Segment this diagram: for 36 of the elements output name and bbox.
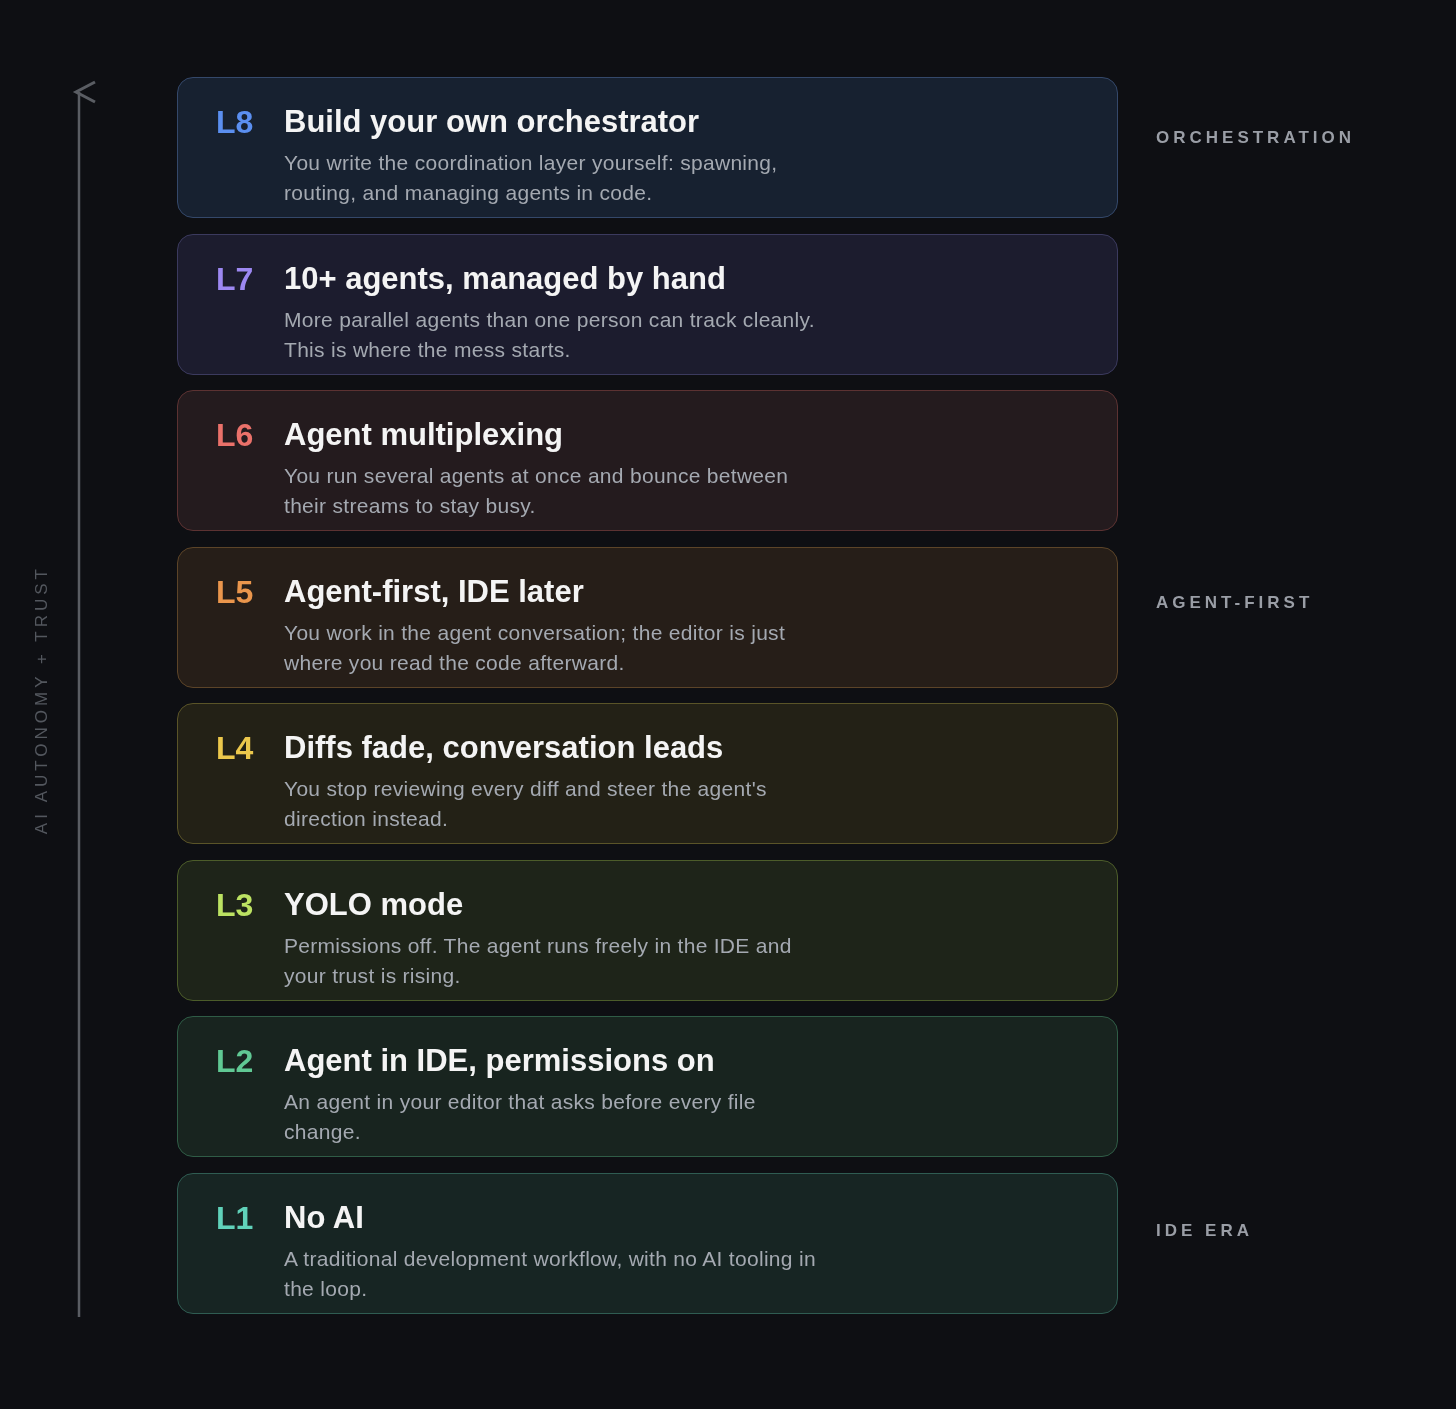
level-tag: L8 bbox=[216, 102, 254, 142]
level-tag: L3 bbox=[216, 885, 254, 925]
level-tag: L2 bbox=[216, 1041, 254, 1081]
level-card bbox=[177, 860, 1118, 1001]
level-card bbox=[177, 547, 1118, 688]
level-card bbox=[177, 703, 1118, 844]
axis-label: AI AUTONOMY + TRUST bbox=[32, 565, 52, 835]
level-tag: L5 bbox=[216, 572, 254, 612]
level-description: You work in the agent conversation; the editor is just where you read the code afterward. bbox=[284, 620, 787, 676]
level-description: You run several agents at once and bounce between their streams to stay busy. bbox=[284, 463, 790, 519]
level-description: An agent in your editor that asks before every file change. bbox=[284, 1089, 757, 1145]
level-card bbox=[177, 77, 1118, 218]
level-card bbox=[177, 1016, 1118, 1157]
era-label: IDE ERA bbox=[1156, 1221, 1253, 1241]
level-description: You stop reviewing every diff and steer the agent's direction instead. bbox=[284, 776, 768, 832]
level-tag: L4 bbox=[216, 728, 254, 768]
level-title: 10+ agents, managed by hand bbox=[284, 260, 726, 298]
level-tag: L1 bbox=[216, 1198, 254, 1238]
level-description: More parallel agents than one person can track cleanly. This is where the mess starts. bbox=[284, 307, 816, 363]
level-description: Permissions off. The agent runs freely in the IDE and your trust is rising. bbox=[284, 933, 793, 989]
level-title: YOLO mode bbox=[284, 886, 464, 924]
level-title: Agent multiplexing bbox=[284, 416, 563, 454]
level-tag: L7 bbox=[216, 259, 254, 299]
level-title: Build your own orchestrator bbox=[284, 103, 700, 141]
level-title: Agent in IDE, permissions on bbox=[284, 1042, 715, 1080]
level-tag: L6 bbox=[216, 415, 254, 455]
level-title: Diffs fade, conversation leads bbox=[284, 729, 724, 767]
level-card bbox=[177, 234, 1118, 375]
level-title: Agent-first, IDE later bbox=[284, 573, 584, 611]
level-description: A traditional development workflow, with no AI tooling in the loop. bbox=[284, 1246, 817, 1302]
era-label: AGENT-FIRST bbox=[1156, 593, 1314, 613]
level-card bbox=[177, 1173, 1118, 1314]
level-title: No AI bbox=[284, 1199, 364, 1237]
level-description: You write the coordination layer yourself: spawning, routing, and managing agents in code. bbox=[284, 150, 779, 206]
level-card bbox=[177, 390, 1118, 531]
era-label: ORCHESTRATION bbox=[1156, 128, 1355, 148]
